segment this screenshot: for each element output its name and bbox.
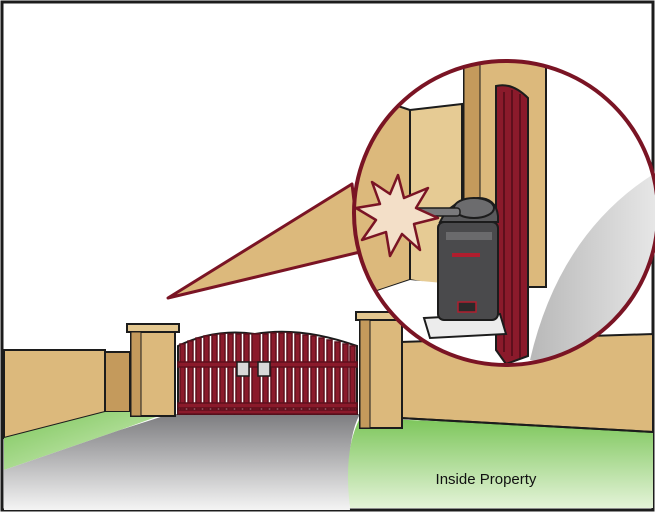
gate	[178, 332, 357, 414]
right-pillar	[356, 312, 406, 428]
lawn-right	[348, 418, 653, 508]
caption-inside-property: Inside Property	[436, 471, 537, 488]
left-pillar	[127, 324, 179, 416]
